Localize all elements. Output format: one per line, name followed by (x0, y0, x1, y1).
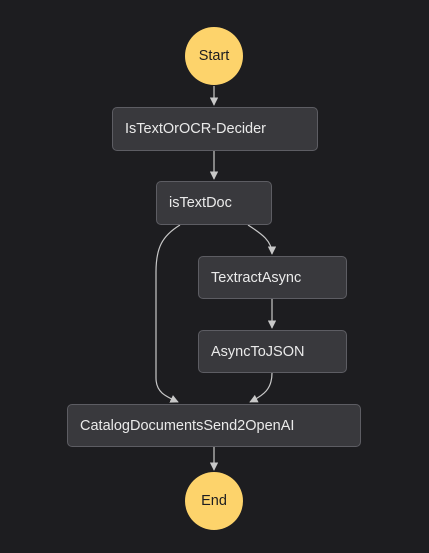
state-label: IsTextOrOCR-Decider (125, 121, 266, 137)
state-label: AsyncToJSON (211, 343, 305, 360)
start-node[interactable]: Start (185, 27, 243, 85)
edge-istextdoc-to-catalog (155, 224, 181, 403)
start-node-label: Start (198, 48, 230, 64)
state-async-to-json[interactable]: AsyncToJSON (198, 330, 347, 373)
end-node-label: End (201, 493, 227, 509)
edge-istextdoc-to-textractasync (247, 224, 277, 255)
state-catalog-documents-send2openai[interactable]: CatalogDocumentsSend2OpenAI (67, 404, 361, 447)
state-is-text-doc[interactable]: isTextDoc (156, 181, 272, 225)
state-label: isTextDoc (169, 195, 232, 211)
state-label: TextractAsync (211, 269, 302, 286)
state-label: CatalogDocumentsSend2OpenAI (80, 417, 295, 434)
state-textract-async[interactable]: TextractAsync (198, 256, 347, 299)
end-node[interactable]: End (185, 472, 243, 530)
state-is-text-or-ocr-decider[interactable]: IsTextOrOCR-Decider (112, 107, 318, 151)
edge-asynctojson-to-catalog (249, 372, 273, 403)
